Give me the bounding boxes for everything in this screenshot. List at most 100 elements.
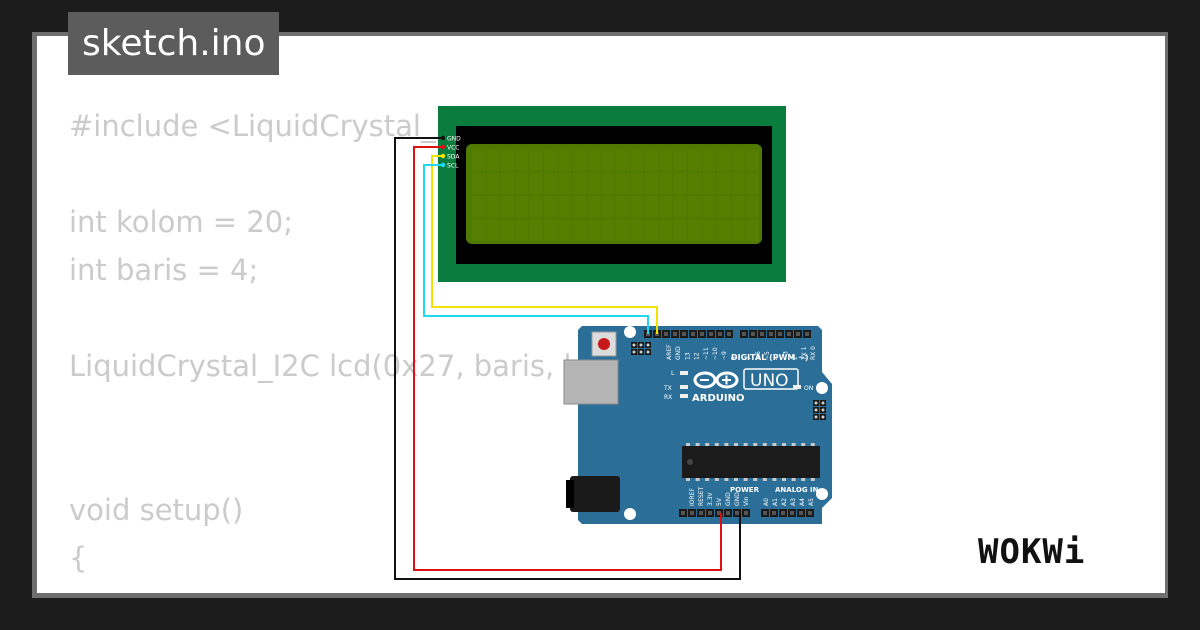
pin-socket-hole [796, 332, 800, 336]
lcd-cell [673, 172, 687, 194]
icsp-pin-tip [821, 401, 825, 405]
lcd-cell [644, 172, 658, 194]
pin-label: AREF [666, 344, 673, 360]
power-label: POWER [730, 486, 760, 494]
lcd-cell [688, 196, 701, 218]
reset-button[interactable] [598, 338, 610, 350]
lcd-cell [544, 149, 557, 171]
pin-label: A3 [790, 498, 797, 506]
lcd-cell [486, 196, 500, 218]
pin-socket-hole [664, 332, 668, 336]
lcd-cell [601, 172, 615, 194]
wire-gnd[interactable] [394, 137, 741, 580]
icsp-pin-tip [646, 343, 650, 347]
chip-legs [686, 443, 815, 481]
lcd-cell [472, 196, 485, 218]
icsp-pin-tip [632, 350, 636, 354]
lcd-cell [587, 149, 601, 171]
pin-socket-hole [700, 332, 704, 336]
lcd-cell [688, 172, 701, 194]
lcd-cell [702, 196, 716, 218]
lcd-cell [673, 149, 687, 171]
lcd-cell [515, 196, 529, 218]
pin-socket-hole [691, 332, 695, 336]
pin-socket-hole [805, 332, 809, 336]
lcd-cell [702, 172, 716, 194]
lcd-cell [673, 196, 687, 218]
wire-sda[interactable] [431, 155, 658, 334]
lcd-cell [702, 149, 716, 171]
icsp-pin-tip [646, 350, 650, 354]
chip-leg [772, 443, 777, 446]
lcd-cell [472, 219, 485, 241]
lcd-cell [529, 149, 543, 171]
led-l [680, 371, 688, 375]
lcd-cell [587, 219, 601, 241]
icsp-pin-tip [814, 401, 818, 405]
mount-hole [816, 488, 828, 500]
mount-hole [624, 508, 636, 520]
lcd-cell [716, 219, 730, 241]
chip-leg [810, 443, 815, 446]
chip-leg [695, 478, 700, 481]
pin-socket-hole [799, 511, 803, 515]
lcd-cell [659, 149, 673, 171]
lcd-cell [745, 196, 759, 218]
lcd-cell [558, 149, 572, 171]
chip-leg [782, 443, 786, 446]
lcd-cell [616, 219, 629, 241]
file-tab[interactable]: sketch.ino [68, 12, 280, 75]
pin-socket-hole [808, 511, 812, 515]
chip-leg [791, 478, 796, 481]
lcd-cell [731, 196, 745, 218]
chip-leg [782, 478, 786, 481]
pin-socket-hole [735, 511, 739, 515]
chip-leg [686, 478, 690, 481]
lcd-cell [745, 172, 759, 194]
icsp-pin-tip [821, 415, 825, 419]
pin-socket-hole [699, 511, 703, 515]
icsp-pin-tip [632, 343, 636, 347]
code-line: lcd.init(); [69, 582, 580, 593]
chip-leg [714, 478, 719, 481]
pin-label: RX 0 [810, 346, 817, 360]
chip-leg [762, 443, 767, 446]
chip-leg [724, 443, 729, 446]
on-label: ON [804, 385, 813, 392]
lcd-cell [529, 219, 543, 241]
pin-socket-hole [717, 511, 721, 515]
lcd-cell [515, 219, 529, 241]
pin-label: GND [675, 346, 682, 360]
pin-socket-hole [790, 511, 794, 515]
wire-scl[interactable] [423, 164, 649, 334]
lcd-cell [486, 219, 500, 241]
pin-label: 8 [730, 356, 737, 360]
lcd-cell [716, 196, 730, 218]
pin-socket-hole [778, 332, 782, 336]
led-tx [680, 385, 688, 389]
pin-socket-hole [751, 332, 755, 336]
pin-label: 5V [716, 497, 723, 506]
pin-socket-hole [769, 332, 773, 336]
usb-connector [563, 359, 619, 405]
chip-leg [772, 478, 777, 481]
pin-socket-hole [709, 332, 713, 336]
chip-leg [734, 478, 738, 481]
led-rx [680, 394, 688, 398]
mount-hole [624, 326, 636, 338]
lcd-cell [644, 219, 658, 241]
icsp-pin-tip [814, 415, 818, 419]
lcd-cell [644, 196, 658, 218]
led-rx-label: RX [664, 394, 672, 401]
lcd-cell [572, 196, 586, 218]
lcd-cell [515, 149, 529, 171]
pin-socket-hole [726, 511, 730, 515]
power-pin-header [679, 509, 750, 517]
wire-vcc[interactable] [413, 146, 722, 571]
lcd-cell [572, 172, 586, 194]
pin-socket-hole [681, 511, 685, 515]
lcd-character-grid [472, 149, 759, 241]
